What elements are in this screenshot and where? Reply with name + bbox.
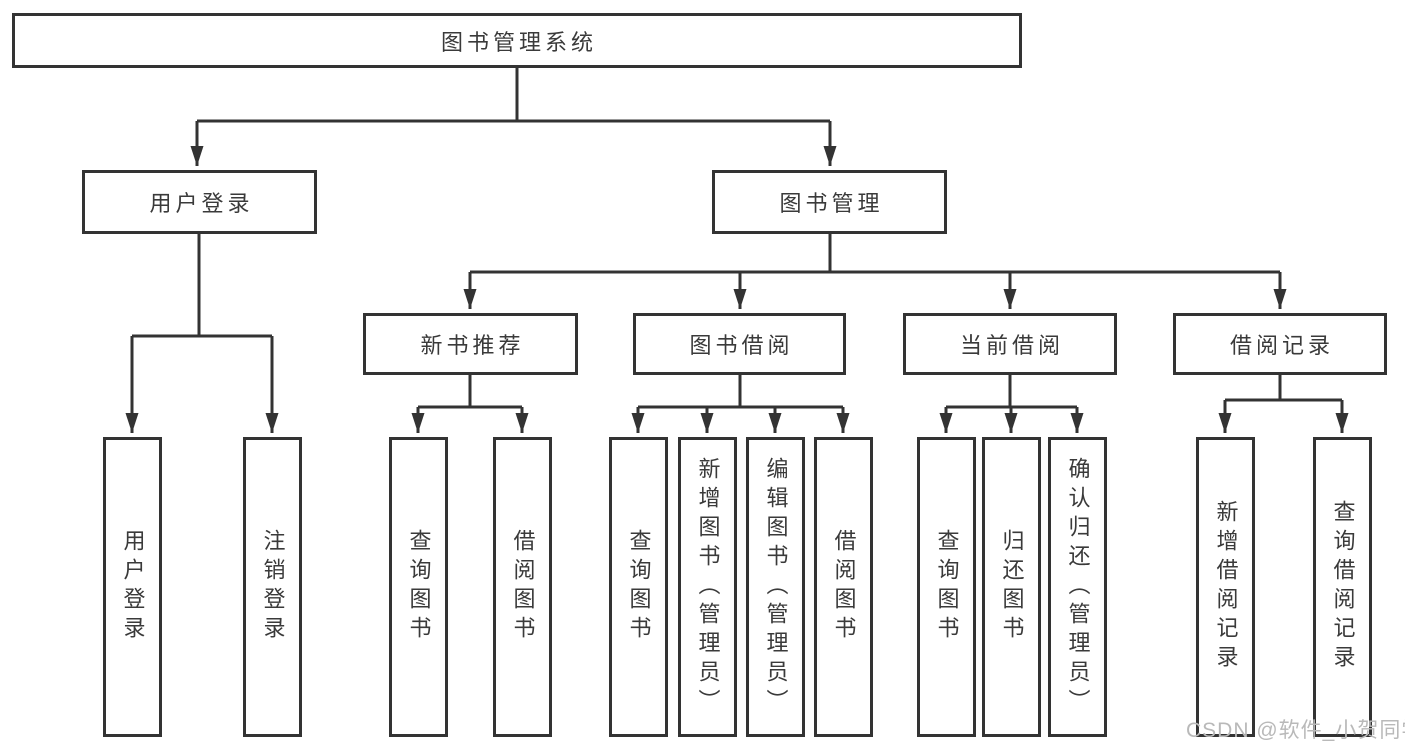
node-book-management: 图书管理 <box>712 170 947 234</box>
node-new-book-recommend: 新书推荐 <box>363 313 578 375</box>
leaf-user-login: 用户登录 <box>103 437 162 737</box>
leaf-confirm-return-admin: 确认归还（管理员） <box>1048 437 1107 737</box>
leaf-query-books-3: 查询图书 <box>917 437 976 737</box>
node-book-management-label: 图书管理 <box>779 191 884 216</box>
leaf-query-books-2: 查询图书 <box>609 437 668 737</box>
leaf-return-book: 归还图书 <box>982 437 1041 737</box>
leaf-add-book-admin: 新增图书（管理员） <box>678 437 737 737</box>
leaf-logout: 注销登录 <box>243 437 302 737</box>
leaf-query-books-1-label: 查询图书 <box>406 529 432 645</box>
leaf-add-borrow-record-label: 新增借阅记录 <box>1213 500 1239 674</box>
leaf-query-books-1: 查询图书 <box>389 437 448 737</box>
leaf-query-borrow-record-label: 查询借阅记录 <box>1330 500 1356 674</box>
node-user-login-label: 用户登录 <box>149 191 254 216</box>
node-borrow-records-label: 借阅记录 <box>1229 333 1334 358</box>
leaf-borrow-books-1: 借阅图书 <box>493 437 552 737</box>
leaf-query-books-3-label: 查询图书 <box>934 529 960 645</box>
leaf-borrow-books-2-label: 借阅图书 <box>831 529 857 645</box>
leaf-query-borrow-record: 查询借阅记录 <box>1313 437 1372 737</box>
watermark: CSDN @软件_小贺同学 <box>1186 719 1405 742</box>
leaf-return-book-label: 归还图书 <box>999 529 1025 645</box>
node-user-login: 用户登录 <box>82 170 317 234</box>
leaf-logout-label: 注销登录 <box>260 529 286 645</box>
node-new-book-recommend-label: 新书推荐 <box>420 333 525 358</box>
leaf-add-book-admin-label: 新增图书（管理员） <box>695 456 721 718</box>
leaf-edit-book-admin: 编辑图书（管理员） <box>746 437 805 737</box>
leaf-query-books-2-label: 查询图书 <box>626 529 652 645</box>
leaf-confirm-return-admin-label: 确认归还（管理员） <box>1065 456 1091 718</box>
node-current-borrow: 当前借阅 <box>903 313 1117 375</box>
node-root-label: 图书管理系统 <box>440 29 597 55</box>
leaf-edit-book-admin-label: 编辑图书（管理员） <box>763 456 789 718</box>
node-root-library-management-system: 图书管理系统 <box>12 13 1022 68</box>
node-book-borrow: 图书借阅 <box>633 313 846 375</box>
leaf-borrow-books-1-label: 借阅图书 <box>510 529 536 645</box>
leaf-user-login-label: 用户登录 <box>120 529 146 645</box>
node-borrow-records: 借阅记录 <box>1173 313 1387 375</box>
leaf-add-borrow-record: 新增借阅记录 <box>1196 437 1255 737</box>
leaf-borrow-books-2: 借阅图书 <box>814 437 873 737</box>
node-book-borrow-label: 图书借阅 <box>689 333 794 358</box>
node-current-borrow-label: 当前借阅 <box>959 333 1064 358</box>
